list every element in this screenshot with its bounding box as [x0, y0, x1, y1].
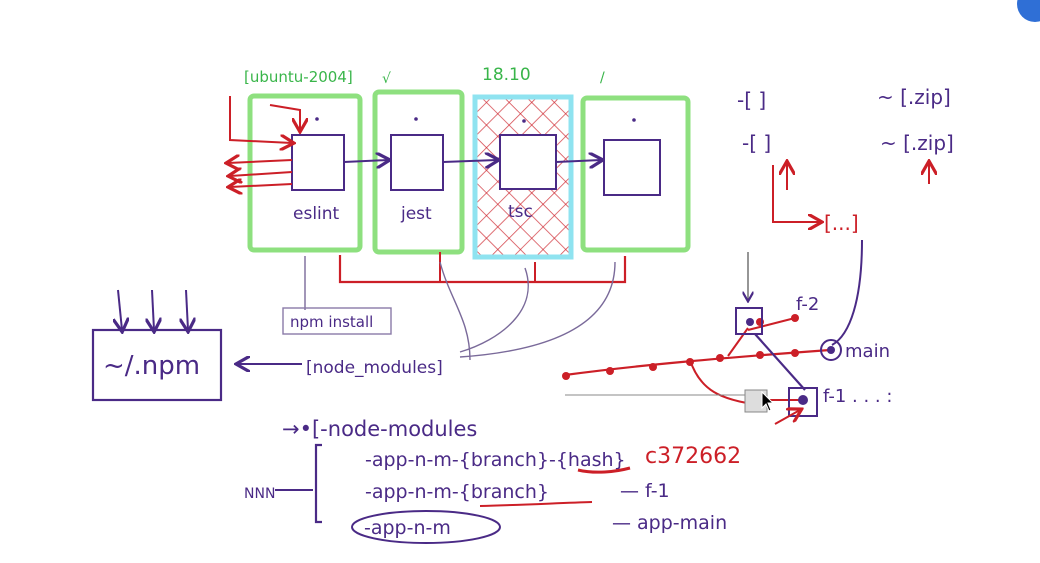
- runner-label: [ubuntu-2004]: [244, 68, 353, 86]
- npm-cache-label: ~/.npm: [103, 351, 200, 381]
- cache-keys: →•[-node-modules NNN -app-n-m-{branch}-{…: [244, 417, 741, 544]
- npm-install-label: npm install: [290, 313, 373, 331]
- node-version-label: 18.10: [482, 65, 531, 85]
- stage-deploy: [580, 95, 691, 253]
- stage-eslint: eslint: [247, 93, 363, 253]
- branch-label-f1: f-1 . . . :: [823, 386, 892, 407]
- cache-key-3: -app-n-m: [364, 517, 451, 539]
- npm-cache: ~/.npm: [91, 289, 223, 402]
- check-mark-1: √: [382, 71, 391, 87]
- flow-arrow-1: [343, 160, 388, 162]
- stage-label-jest: jest: [400, 204, 432, 224]
- artifacts-area: -[ ] ~ [.zip] -[ ] ~ [.zip] [...]: [737, 85, 954, 346]
- left-io-arrows: [228, 96, 300, 187]
- cache-key-2: -app-n-m-{branch}: [365, 481, 549, 503]
- node-modules-label: [node_modules]: [306, 358, 443, 378]
- branch-label-f2: f-2: [796, 294, 819, 315]
- artifact-row2-right: ~ [.zip]: [880, 131, 954, 155]
- mouse-cursor-icon: [761, 390, 775, 412]
- stage-tsc: tsc: [472, 94, 574, 260]
- artifact-row1-left: -[ ]: [737, 88, 766, 112]
- cache-key-3-note: — app-main: [612, 512, 727, 534]
- needs-bracket: [338, 255, 627, 284]
- flow-arrow-3: [555, 160, 601, 162]
- cache-keys-scribble: NNN: [244, 486, 275, 502]
- stage-label-eslint: eslint: [293, 204, 340, 224]
- artifact-row1-right: ~ [.zip]: [877, 85, 951, 109]
- check-mark-2: /: [600, 70, 605, 86]
- cache-key-1-hash: c372662: [645, 444, 741, 469]
- dependency-curves: [304, 256, 616, 361]
- branch-label-main: main: [845, 341, 890, 362]
- branch-graph: f-2 main f-1 . . . :: [562, 252, 892, 425]
- cache-keys-header: →•[-node-modules: [282, 417, 477, 441]
- artifact-merged: [...]: [824, 211, 859, 235]
- artifact-row2-left: -[ ]: [742, 131, 771, 155]
- flow-arrow-2: [442, 160, 497, 162]
- npm-install-box: [282, 307, 392, 335]
- stage-jest: jest: [372, 89, 465, 255]
- stage-label-tsc: tsc: [508, 202, 533, 222]
- cache-key-2-branch: — f-1: [620, 480, 670, 502]
- corner-action-button[interactable]: [1017, 0, 1040, 22]
- cache-key-1: -app-n-m-{branch}-{hash}: [365, 449, 626, 471]
